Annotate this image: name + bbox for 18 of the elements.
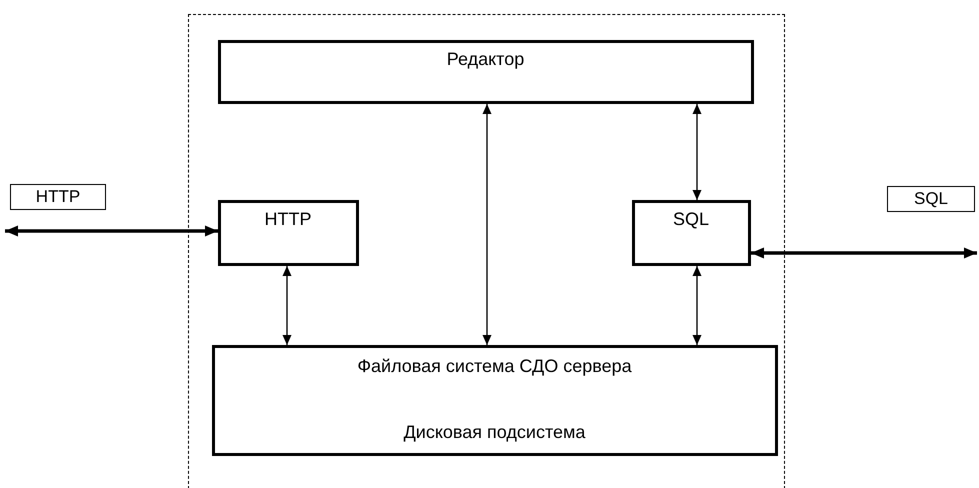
boundary-frame: [188, 14, 785, 488]
process-box: [632, 200, 750, 266]
node-text: Файловая система СДО сервера: [357, 356, 632, 376]
arrow: [5, 226, 218, 236]
arrow: [692, 266, 702, 345]
process-box: [218, 40, 754, 104]
edge-label: HTTP: [10, 184, 106, 210]
process-box: [218, 200, 358, 266]
node-text: SQL: [672, 208, 710, 230]
node-text: Редактор: [446, 48, 524, 70]
process-box: [212, 344, 778, 456]
arrow: [692, 104, 702, 200]
arrow: [282, 266, 292, 345]
edge-label: SQL: [887, 186, 975, 212]
node-text: HTTP: [264, 208, 312, 230]
arrow: [482, 104, 492, 345]
node-text: Дисковая подсистема: [404, 422, 586, 442]
arrow: [751, 248, 977, 258]
